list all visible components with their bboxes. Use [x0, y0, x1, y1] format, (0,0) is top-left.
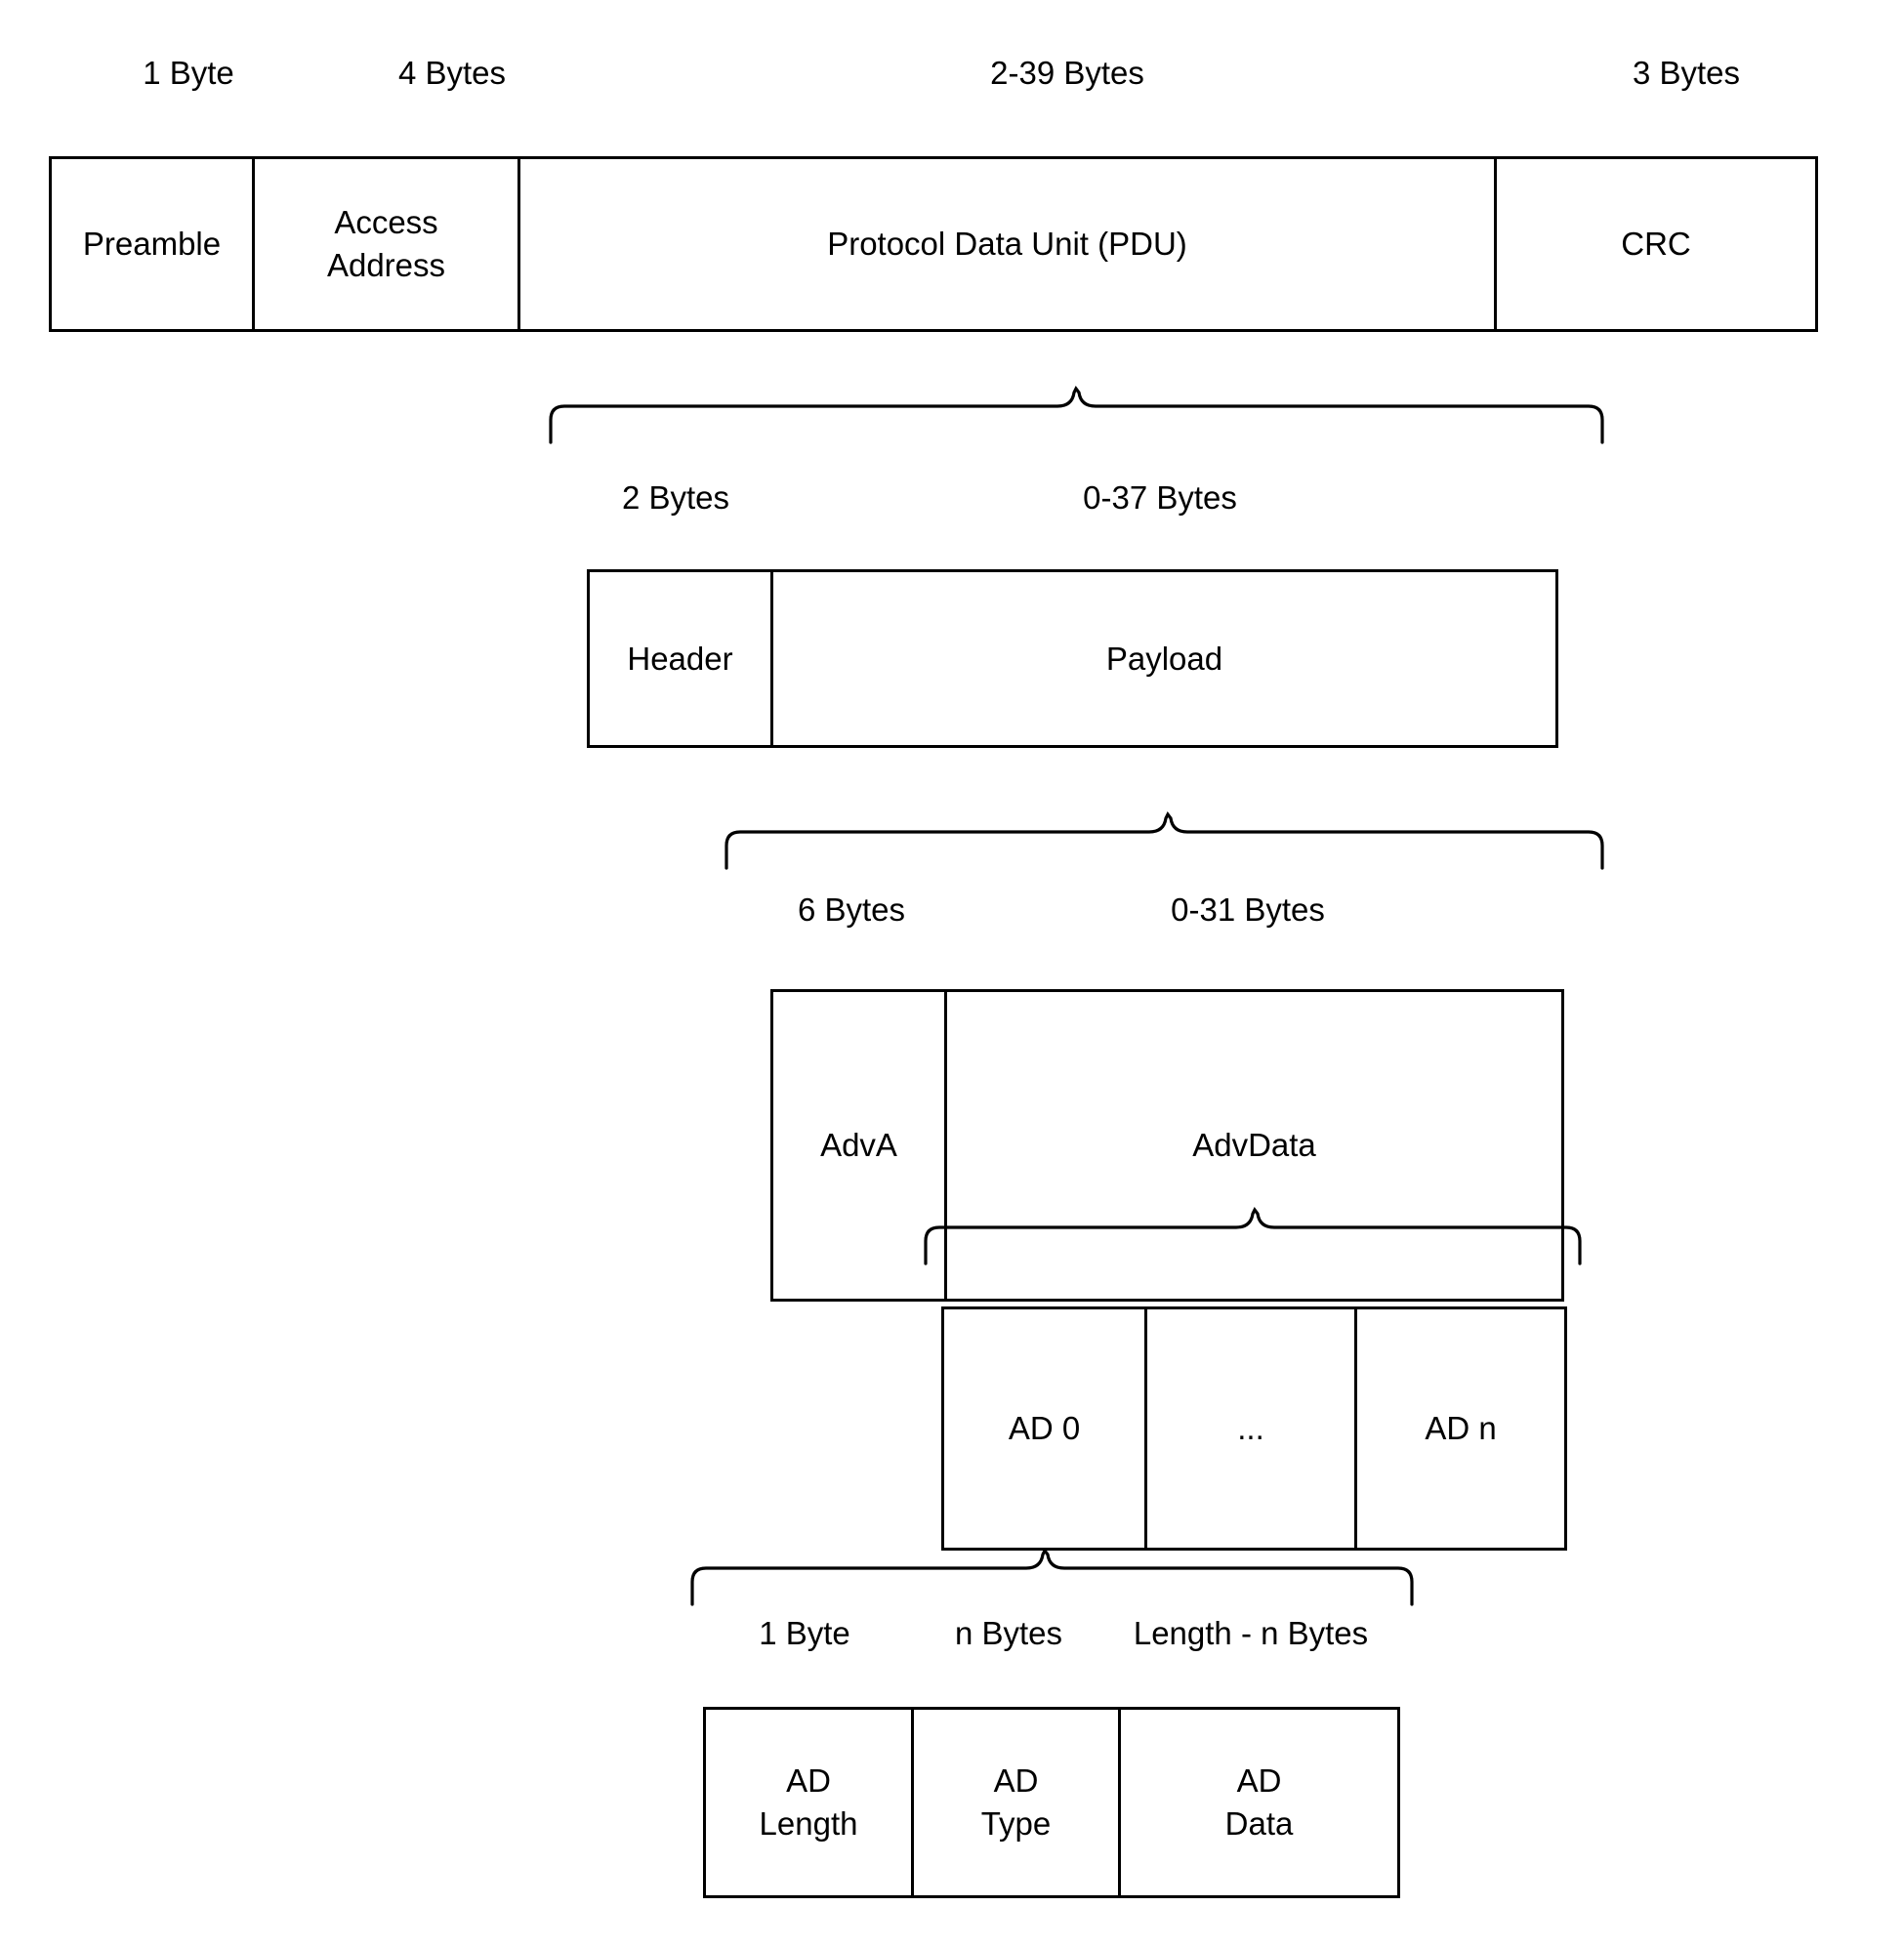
brace-ad-to-ad-fields [688, 1547, 1416, 1606]
cell-ad-data: AD Data [1224, 1762, 1294, 1842]
payload-row: AdvA AdvData [770, 989, 1564, 1302]
cell-ad-ellipsis: ... [1147, 1309, 1357, 1548]
cell-ad-0: AD 0 [944, 1309, 1147, 1548]
brace-advdata-to-ad-items [922, 1206, 1584, 1265]
link-layer-packet-row: Preamble Access Address Protocol Data Un… [49, 156, 1818, 332]
brace-payload-to-adva-advdata [723, 810, 1606, 870]
brace-pdu-to-header-payload [547, 385, 1606, 444]
cell-ad-n: AD n [1425, 1410, 1497, 1447]
size-label-ad-type: n Bytes [954, 1615, 1063, 1651]
size-label-advdata: 0-31 Bytes [1171, 891, 1325, 928]
cell-adva: AdvA [773, 992, 947, 1299]
size-label-ad-length: 1 Byte [759, 1615, 850, 1651]
cell-access-address: Access Address [255, 159, 520, 329]
size-label-access-address: 4 Bytes [397, 55, 507, 91]
size-label-preamble: 1 Byte [143, 55, 234, 91]
cell-advdata: AdvData [1192, 1127, 1316, 1164]
size-label-adva: 6 Bytes [797, 891, 906, 928]
cell-pdu: Protocol Data Unit (PDU) [520, 159, 1497, 329]
cell-ad-length: AD Length [706, 1710, 914, 1895]
size-label-payload: 0-37 Bytes [1083, 479, 1237, 516]
cell-crc: CRC [1621, 226, 1691, 263]
size-label-header: 2 Bytes [621, 479, 730, 516]
cell-payload: Payload [1105, 640, 1223, 677]
cell-header: Header [590, 572, 773, 745]
cell-preamble: Preamble [52, 159, 255, 329]
size-label-crc: 3 Bytes [1632, 55, 1741, 91]
size-label-pdu: 2-39 Bytes [990, 55, 1144, 91]
advdata-items-row: AD 0 ... AD n [941, 1306, 1567, 1551]
pdu-row: Header Payload [587, 569, 1558, 748]
ad-structure-row: AD Length AD Type AD Data [703, 1707, 1400, 1898]
size-label-ad-data: Length - n Bytes [1133, 1615, 1369, 1651]
cell-ad-type: AD Type [914, 1710, 1121, 1895]
